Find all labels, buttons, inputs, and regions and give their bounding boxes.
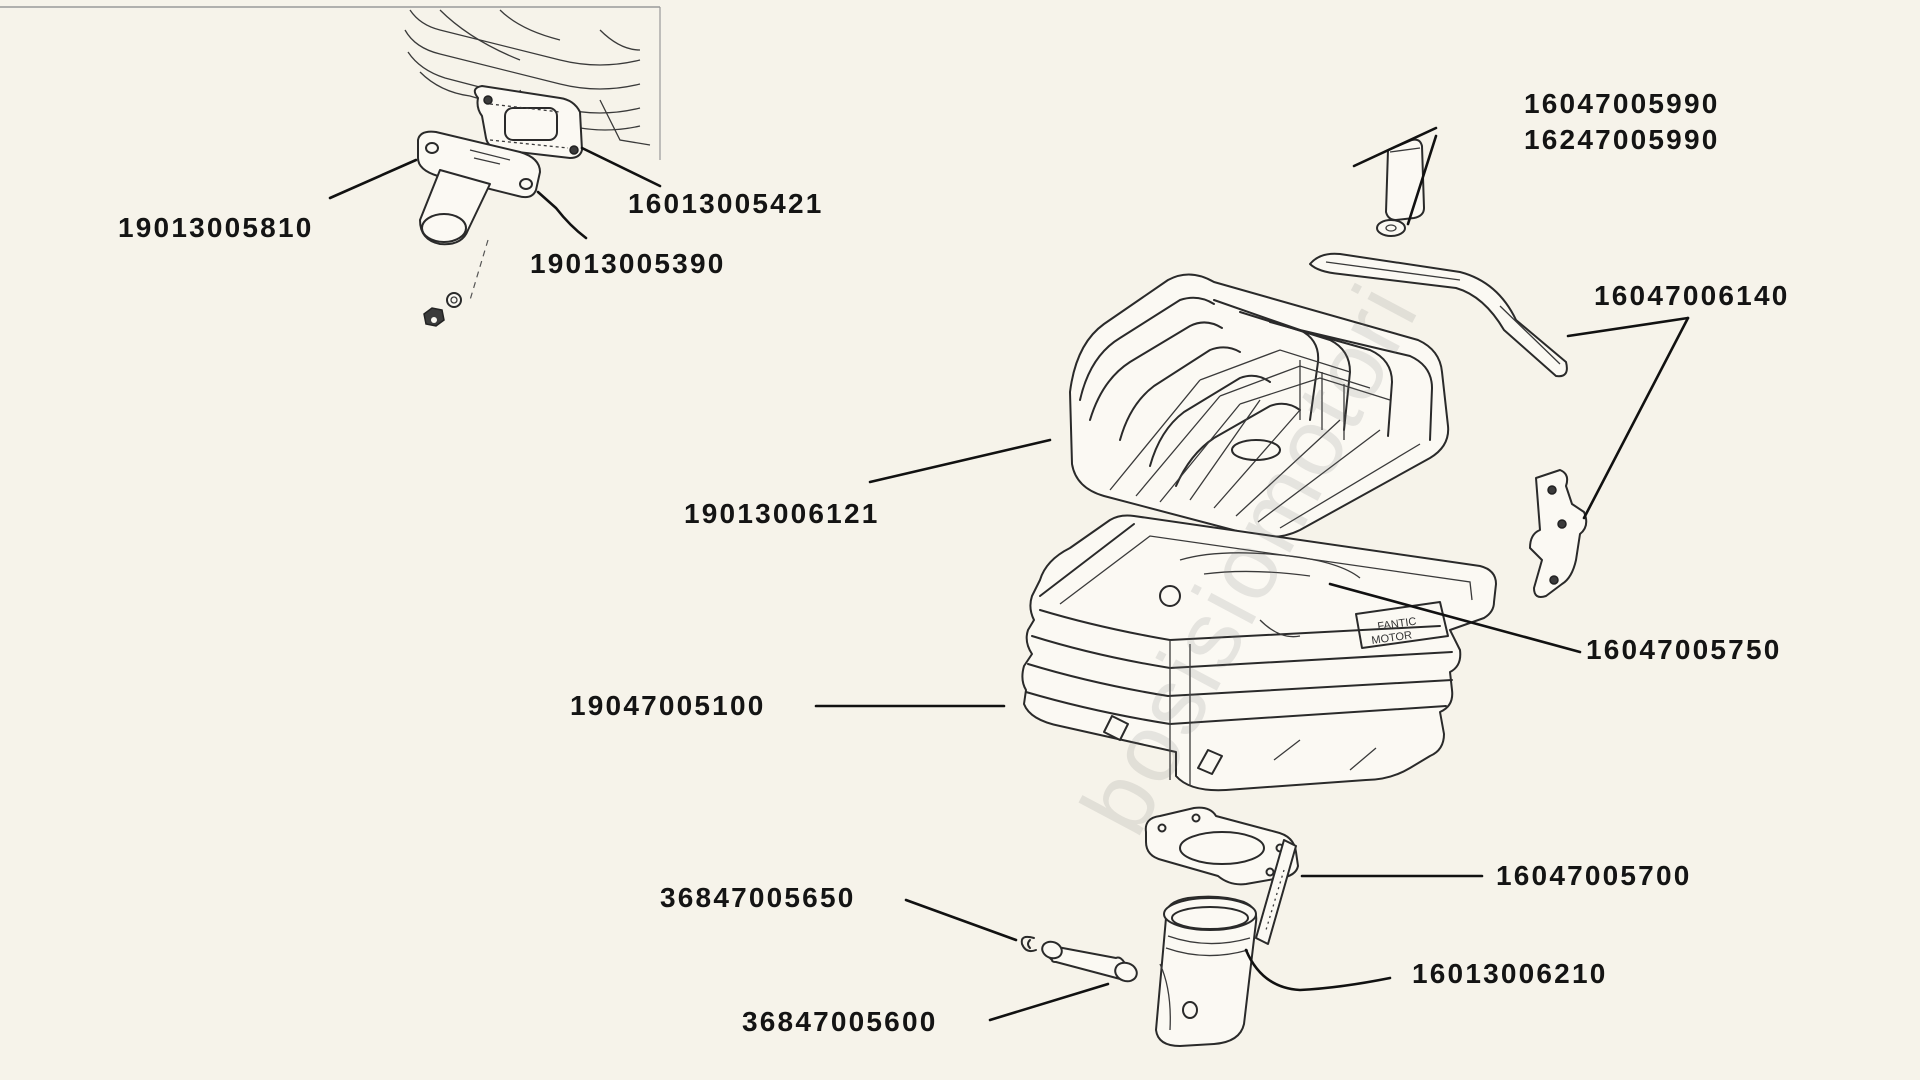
leader-p2	[1406, 134, 1438, 226]
cylinder-head	[1069, 273, 1450, 539]
leader-p12	[1244, 948, 1392, 992]
leader-lines	[328, 126, 1690, 1022]
washer-nut	[423, 292, 462, 327]
intake-manifold	[417, 130, 541, 246]
leader-p6b	[1582, 316, 1690, 520]
leader-p3	[328, 158, 418, 200]
leader-p8	[1328, 582, 1582, 654]
piston-pin	[1041, 940, 1138, 983]
part-label-19013005810: 19013005810	[118, 212, 314, 243]
base-gasket	[1144, 806, 1299, 945]
part-label-16013006210: 16013006210	[1412, 958, 1608, 989]
part-label-36847005600: 36847005600	[742, 1006, 938, 1037]
fantic-stamp-line1: FANTIC	[1377, 616, 1417, 633]
part-label-16047005700: 16047005700	[1496, 860, 1692, 891]
leader-p13	[988, 982, 1110, 1022]
part-label-19013005390: 19013005390	[530, 248, 726, 279]
piston-pin-circlip	[1020, 935, 1037, 953]
piston	[1155, 895, 1258, 1047]
leader-p1	[1352, 126, 1438, 168]
part-label-16047006140: 16047006140	[1594, 280, 1790, 311]
part-label-19047005100: 19047005100	[570, 690, 766, 721]
leader-p11	[904, 898, 1018, 942]
part-label-16013005421: 16013005421	[628, 188, 824, 219]
part-label-19013006121: 19013006121	[684, 498, 880, 529]
part-label-36847005650: 36847005650	[660, 882, 856, 913]
leader-p7	[868, 438, 1052, 484]
part-label-16047005990: 16047005990	[1524, 88, 1720, 119]
spark-plug-cap	[1376, 138, 1425, 237]
manifold-gasket	[473, 85, 583, 159]
leader-p6a	[1566, 316, 1690, 338]
part-label-16247005990: 16247005990	[1524, 124, 1720, 155]
head-steady-bracket	[1309, 252, 1588, 598]
leader-p5	[536, 190, 588, 240]
part-label-16047005750: 16047005750	[1586, 634, 1782, 665]
stud-dashed-line	[469, 239, 489, 301]
cylinder-barrel: FANTIC MOTOR	[1021, 514, 1497, 792]
leader-p4	[580, 146, 662, 188]
fantic-stamp-line2: MOTOR	[1371, 629, 1413, 647]
